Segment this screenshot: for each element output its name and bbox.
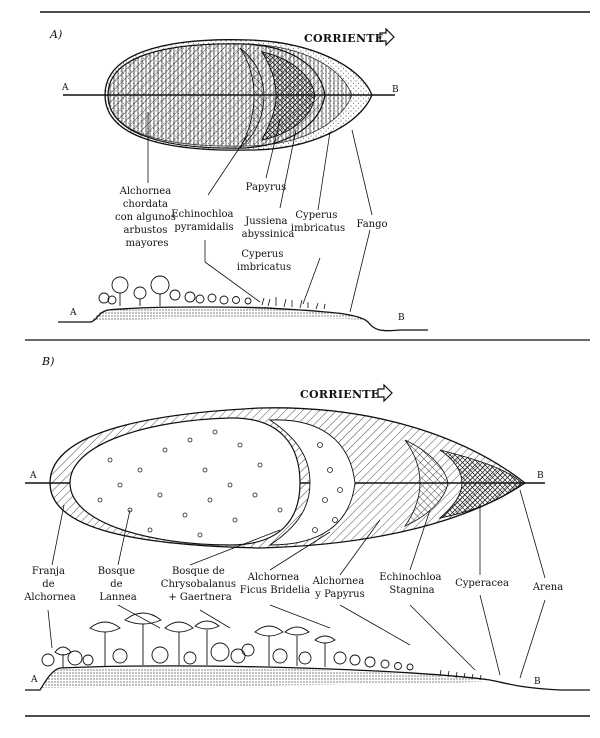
current-label-b: CORRIENTE: [300, 388, 379, 401]
section-b-right-b: B: [534, 677, 541, 687]
echinochloa-zone: [239, 47, 265, 149]
label-alchornea-chordata: Alchornea chordata con algunos arbustos …: [115, 186, 179, 249]
current-arrow-icon: [377, 383, 393, 403]
label-echinochloa-pyramidalis: Echinochloa pyramidalis: [171, 209, 236, 233]
lannea-zone: [69, 417, 301, 546]
cyperacea-zone: [438, 449, 523, 519]
label-cyperus-imbricatus-bottom: Cyperus imbricatus: [237, 249, 291, 273]
point-a-left-b: A: [29, 471, 37, 481]
label-arena: Arena: [532, 582, 563, 593]
label-papyrus: Papyrus: [246, 182, 287, 193]
panel-b-tag: B): [41, 355, 54, 368]
label-cyperacea: Cyperacea: [455, 578, 509, 589]
current-indicator-a: CORRIENTE: [304, 27, 395, 47]
label-jussiena-abyssinica: Jussiena abyssinica: [242, 216, 295, 240]
current-label-a: CORRIENTE: [304, 32, 383, 45]
label-echinochloa-stagnina: Echinochloa Stagnina: [379, 572, 444, 596]
label-alchornea-ficus-bridelia: Alchornea Ficus Bridelia: [240, 572, 311, 596]
label-alchornea-y-papyrus: Alchornea y Papyrus: [312, 576, 368, 600]
point-b-right: B: [392, 85, 399, 95]
current-indicator-b: CORRIENTE: [300, 383, 393, 403]
chrysobalanus-zone: [268, 419, 356, 546]
label-bosque-de-lannea: Bosque de Lannea: [98, 566, 138, 603]
point-b-right-b: B: [537, 471, 544, 481]
label-franja-de-alchornea: Franja de Alchornea: [23, 566, 76, 603]
section-b-right: B: [398, 313, 405, 323]
leader-lines-a: [147, 112, 373, 313]
label-fango: Fango: [356, 219, 387, 230]
profile-b: A B: [25, 612, 590, 691]
panel-a-tag: A): [49, 28, 62, 41]
papyrus-zone: [261, 51, 316, 141]
label-bosque-de-chrysobalanus: Bosque de Chrysobalanus + Gaertnera: [161, 566, 239, 603]
label-cyperus-imbricatus-top: Cyperus imbricatus: [291, 210, 345, 234]
panel-a: A) CORRIENTE A B: [49, 27, 428, 332]
leader-lines-b: [47, 489, 546, 679]
panel-b: B) CORRIENTE A B: [23, 355, 590, 691]
point-a-left: A: [61, 83, 69, 93]
profile-a: A B: [58, 275, 428, 332]
echinochloa-stagnina-zone: [403, 439, 449, 527]
section-a-left-b: A: [30, 675, 38, 685]
section-a-left: A: [69, 308, 77, 318]
tree-marks: [97, 429, 343, 538]
current-arrow-icon: [379, 27, 395, 47]
